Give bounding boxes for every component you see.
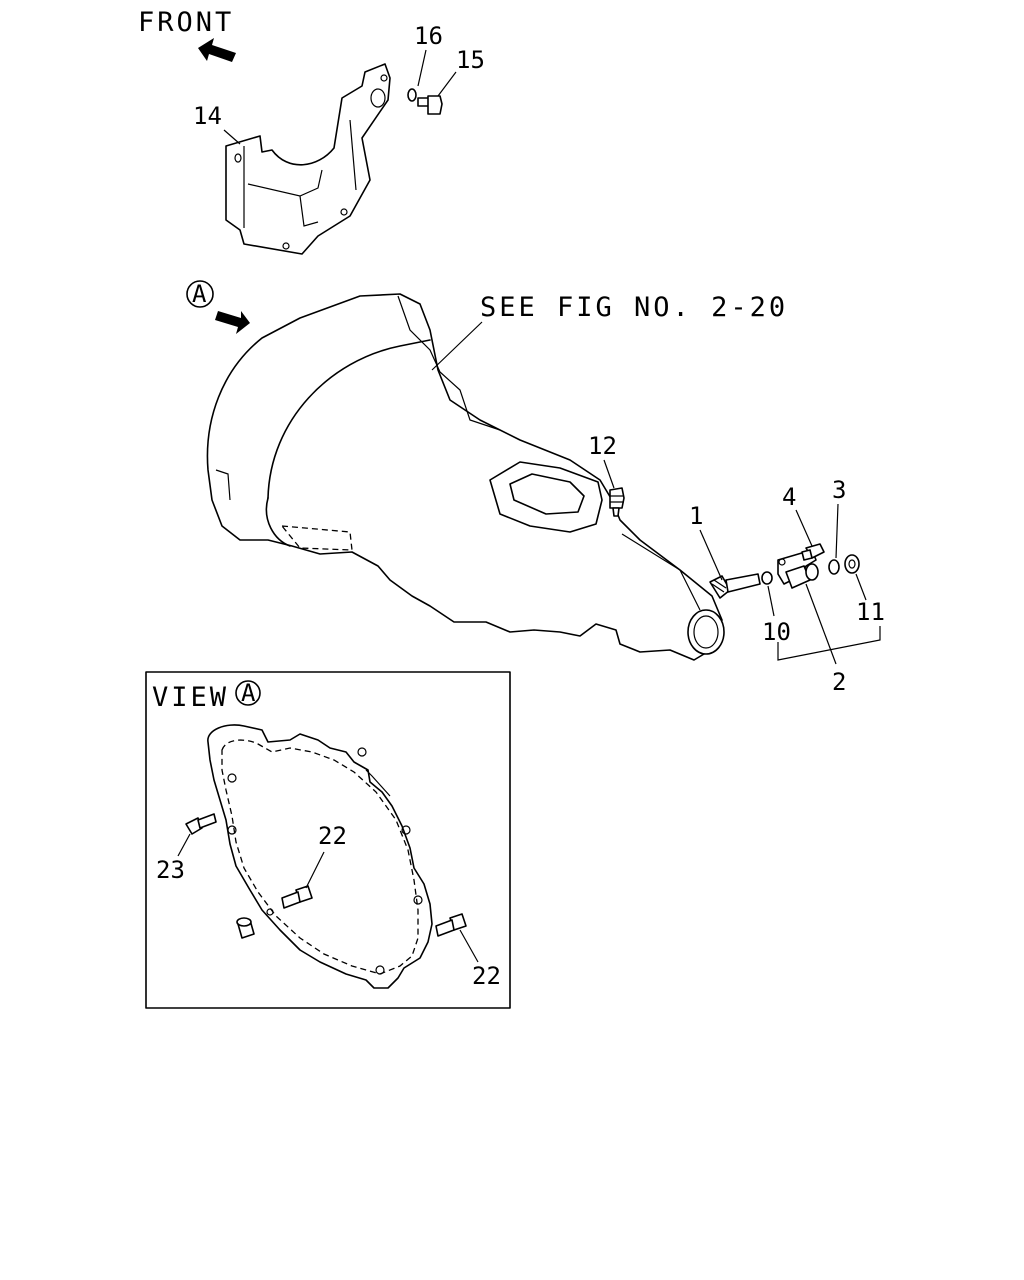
leader-3 bbox=[835, 503, 839, 559]
callout-14: 14 bbox=[193, 102, 222, 130]
view-a-inset: VIEW A 23 22 bbox=[145, 671, 511, 1009]
callout-1: 1 bbox=[689, 502, 703, 530]
callout-15: 15 bbox=[456, 46, 485, 74]
leader-14 bbox=[223, 129, 241, 145]
view-a-arrow-icon bbox=[215, 311, 250, 334]
part-3-o-ring bbox=[828, 559, 840, 575]
part-4-bolt bbox=[801, 543, 825, 561]
callout-3: 3 bbox=[832, 476, 846, 504]
leader-16 bbox=[417, 49, 427, 87]
callout-4: 4 bbox=[782, 483, 796, 511]
callout-2: 2 bbox=[832, 668, 846, 696]
part-22-bolt-upper bbox=[281, 885, 313, 909]
view-a-marker-letter: A bbox=[192, 280, 207, 308]
part-22-bolt-lower bbox=[435, 913, 467, 937]
leader-see-fig bbox=[431, 321, 483, 371]
part-16-washer bbox=[407, 88, 417, 102]
callout-23: 23 bbox=[156, 856, 185, 884]
assembly-2-bracket bbox=[777, 626, 881, 661]
front-label: FRONT bbox=[138, 7, 234, 38]
part-10-o-ring bbox=[761, 571, 773, 585]
see-fig-label: SEE FIG NO. 2-20 bbox=[480, 292, 788, 323]
part-1-driven-gear bbox=[709, 573, 761, 599]
part-15-bolt bbox=[417, 95, 443, 115]
leader-22-lower bbox=[459, 929, 479, 963]
leader-12 bbox=[603, 459, 615, 489]
part-14-cover-plate bbox=[225, 63, 391, 255]
leader-4 bbox=[795, 509, 813, 547]
callout-22-upper: 22 bbox=[318, 822, 347, 850]
leader-15 bbox=[437, 71, 457, 97]
dowel-pin bbox=[236, 917, 255, 939]
leader-22-upper bbox=[305, 851, 325, 889]
part-23-bolt bbox=[185, 813, 217, 835]
part-12-breather bbox=[609, 487, 625, 517]
callout-16: 16 bbox=[414, 22, 443, 50]
leader-11 bbox=[855, 573, 867, 601]
transmission-housing bbox=[206, 293, 725, 661]
view-a-frame bbox=[145, 671, 511, 1009]
front-arrow-icon bbox=[198, 38, 236, 62]
view-a-title: VIEW bbox=[152, 682, 229, 713]
callout-12: 12 bbox=[588, 432, 617, 460]
leader-2 bbox=[805, 583, 837, 665]
bell-housing-face bbox=[207, 724, 433, 989]
part-11-seal bbox=[844, 554, 860, 574]
view-a-title-circle bbox=[235, 680, 261, 706]
callout-22-lower: 22 bbox=[472, 962, 501, 990]
view-a-title-letter: A bbox=[241, 679, 256, 707]
view-a-marker-circle bbox=[186, 280, 214, 308]
leader-10 bbox=[767, 585, 775, 617]
callout-11: 11 bbox=[856, 598, 885, 626]
callout-10: 10 bbox=[762, 618, 791, 646]
leader-23 bbox=[177, 833, 191, 857]
leader-1 bbox=[699, 529, 723, 581]
